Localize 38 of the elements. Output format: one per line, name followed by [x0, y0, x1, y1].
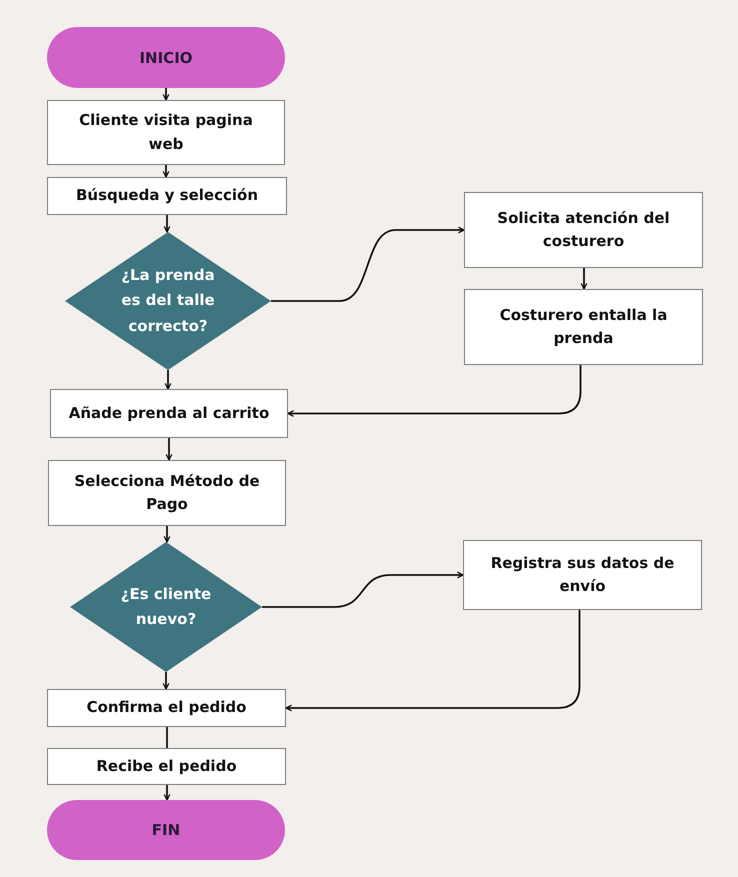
- node-label: ¿La prenda es del talle correcto?: [120, 264, 216, 337]
- process-box: [47, 689, 286, 727]
- arrow: [580, 268, 588, 290]
- arrow: [162, 672, 170, 690]
- decision-diamond: [65, 232, 271, 370]
- process-box: [48, 460, 286, 526]
- arrow: [162, 88, 170, 101]
- arrow: [164, 785, 170, 801]
- arrow: [166, 438, 172, 461]
- arrow: [285, 610, 580, 712]
- arrow: [162, 165, 170, 178]
- process-box: [464, 192, 703, 268]
- node-label: Costurero entalla la prenda: [498, 304, 668, 349]
- process-box: [47, 748, 286, 785]
- arrow: [164, 215, 170, 233]
- node-label: Selecciona Método de Pago: [73, 470, 261, 515]
- node-label: Cliente visita pagina web: [78, 110, 254, 154]
- node-label: Confirma el pedido: [86, 697, 246, 718]
- node-label: Solicita atención del costurero: [496, 208, 671, 252]
- process-box: [463, 540, 702, 610]
- process-box: [464, 289, 703, 365]
- process-box: [47, 177, 287, 215]
- node-label: INICIO: [139, 48, 193, 66]
- node-label: FIN: [152, 821, 180, 839]
- arrow: [164, 526, 170, 543]
- process-box: [47, 100, 285, 165]
- node-label: ¿Es cliente nuevo?: [120, 584, 212, 630]
- arrow: [262, 572, 464, 608]
- arrow: [164, 370, 172, 390]
- node-label: Recibe el pedido: [96, 756, 237, 777]
- node-label: Búsqueda y selección: [76, 185, 258, 206]
- process-box: [50, 389, 288, 438]
- node-label: Registra sus datos de envío: [490, 552, 676, 597]
- node-label: Añade prenda al carrito: [68, 402, 270, 424]
- arrow: [287, 365, 582, 417]
- arrow: [271, 226, 465, 302]
- connector-line: [166, 727, 168, 748]
- decision-diamond: [70, 542, 262, 672]
